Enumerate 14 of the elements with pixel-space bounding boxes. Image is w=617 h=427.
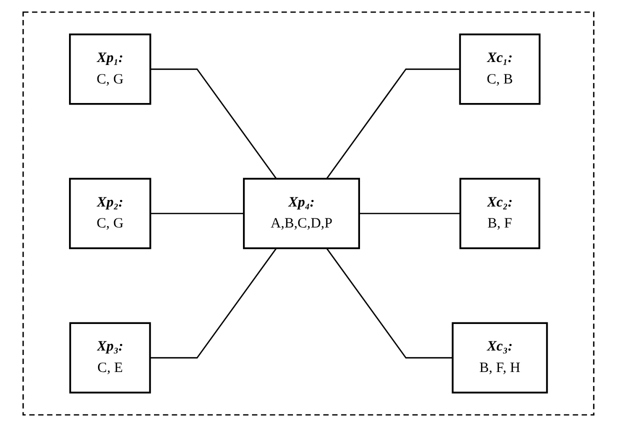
- cluster: [22, 11, 594, 416]
- node-box: Xp₄: A,B,C,D,P: [243, 178, 360, 250]
- connector: [150, 212, 244, 214]
- node-box: Xp₁: C, G: [69, 34, 152, 105]
- node-box: Xc₃: B, F, H: [452, 322, 548, 394]
- node-box: Xc₂: B, F: [459, 178, 540, 250]
- connector: [326, 248, 453, 358]
- connector: [359, 212, 460, 214]
- node-box: Xp₂: C, G: [69, 178, 152, 250]
- node-box: Xc₁: C, B: [459, 34, 541, 105]
- connector: [150, 248, 277, 358]
- connector: [326, 68, 460, 180]
- connector: [150, 68, 277, 180]
- node-box: Xp₃: C, E: [69, 322, 151, 394]
